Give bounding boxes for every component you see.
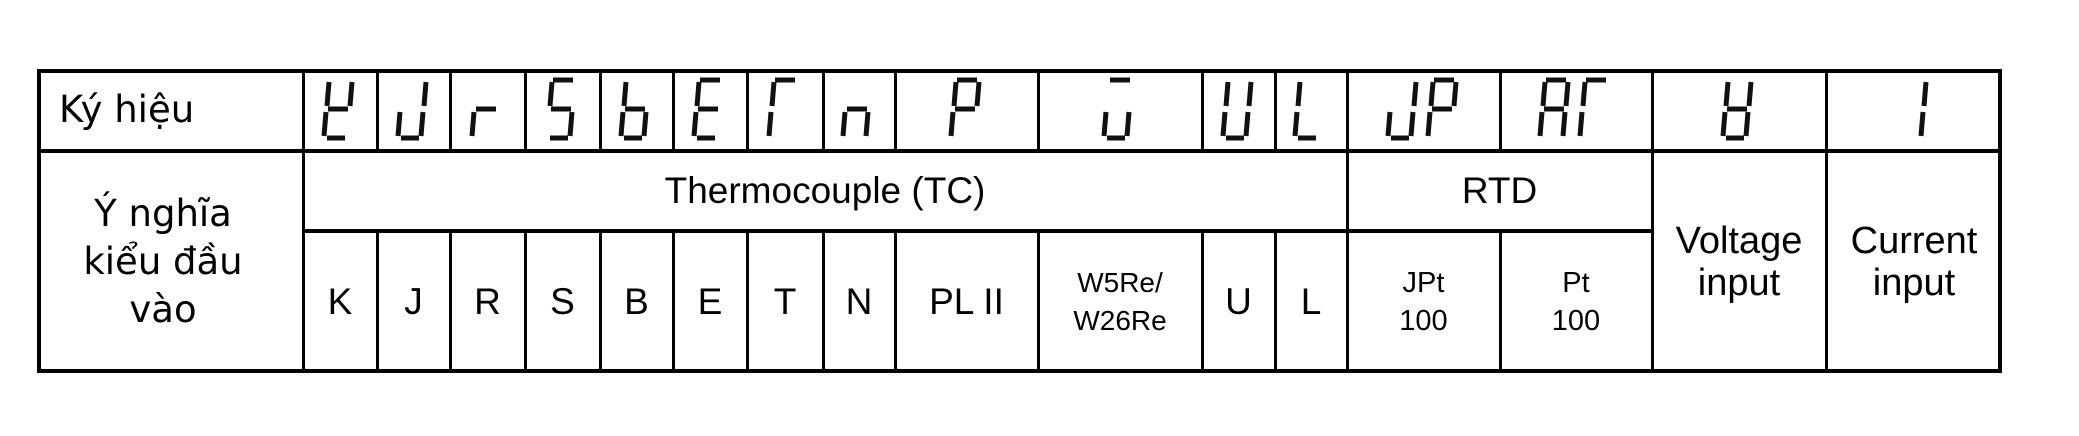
column-divider: [1037, 231, 1040, 373]
seven-segment-glyph-n: [840, 106, 871, 137]
input-type-pt-100: Pt 100: [1500, 231, 1652, 373]
symbol-cell-p: [895, 69, 1038, 151]
column-divider: [1274, 73, 1277, 151]
type-line: Voltage: [1675, 220, 1803, 262]
input-type-k: K: [327, 281, 353, 322]
seven-segment-glyph-t: [766, 77, 795, 137]
type-line: input: [1697, 262, 1781, 304]
input-type-w5re-w26re: W5Re/W26Re: [1038, 231, 1202, 373]
column-divider: [449, 73, 452, 151]
column-divider: [524, 73, 527, 151]
symbol-cell-i: [1826, 69, 2002, 151]
type-line: Current: [1850, 220, 1978, 262]
column-divider: [746, 231, 749, 373]
type-line: 100: [1551, 305, 1601, 337]
input-type-table: Ký hiệu Ý nghĩa kiểu đầu vào Thermocouple …: [37, 69, 2002, 373]
symbol-cell-s: [525, 69, 600, 151]
seven-segment-glyph-i: [1918, 81, 1929, 137]
symbol-cell-j: [377, 69, 450, 151]
column-divider: [376, 231, 379, 373]
input-type-r: R: [474, 281, 501, 322]
row-divider: [41, 149, 1998, 153]
symbol-cell-k: [303, 69, 377, 151]
symbol-cell-n: [823, 69, 895, 151]
symbol-cell-pt: [1500, 69, 1652, 151]
column-divider: [894, 73, 897, 151]
type-line: Pt: [1562, 267, 1590, 299]
input-type-u: U: [1225, 281, 1252, 322]
seven-segment-glyph-w: [1101, 77, 1132, 141]
symbol-cell-e: [673, 69, 747, 151]
column-divider: [822, 231, 825, 373]
type-line: JPt: [1402, 267, 1445, 299]
column-divider: [822, 73, 825, 151]
group-header-rtd: RTD: [1461, 170, 1538, 211]
column-divider: [1499, 73, 1502, 151]
seven-segment-glyph-jp: [1385, 77, 1458, 141]
seven-segment-glyph-e: [691, 77, 720, 141]
type-line: input: [1872, 262, 1956, 304]
row-label-symbol: Ký hiệu: [59, 88, 195, 131]
column-divider: [376, 73, 379, 151]
group-divider: [303, 229, 1652, 233]
input-type-e: E: [697, 281, 723, 322]
seven-segment-glyph-pt: [1537, 77, 1606, 137]
seven-segment-glyph-l: [1292, 81, 1316, 141]
seven-segment-glyph-k: [321, 81, 355, 141]
input-type-s: S: [550, 281, 575, 322]
seven-segment-glyph-r: [469, 106, 496, 137]
type-line: W5Re/: [1077, 267, 1163, 298]
input-type-j: J: [404, 281, 423, 322]
seven-segment-glyph-v: [1720, 81, 1754, 141]
type-line: W26Re: [1073, 305, 1167, 336]
symbol-cell-u: [1202, 69, 1275, 151]
input-type-t: T: [773, 281, 797, 322]
input-type-jpt-100: JPt 100: [1347, 231, 1500, 373]
row-label-input-type: Ý nghĩa kiểu đầu vào: [83, 192, 243, 331]
column-divider: [1346, 73, 1349, 369]
column-divider: [894, 231, 897, 373]
column-divider: [1037, 73, 1040, 151]
seven-segment-glyph-p: [948, 77, 981, 137]
input-type-n: N: [845, 281, 873, 322]
seven-segment-glyph-s: [547, 77, 574, 141]
column-divider: [1201, 73, 1204, 151]
symbol-cell-jp: [1347, 69, 1500, 151]
input-type-pl-ii: PL II: [929, 281, 1004, 322]
symbol-cell-v: [1652, 69, 1826, 151]
symbol-cell-b: [600, 69, 673, 151]
column-divider: [449, 231, 452, 373]
symbol-cell-l: [1275, 69, 1347, 151]
column-divider: [746, 73, 749, 151]
column-divider: [672, 73, 675, 151]
column-divider: [524, 231, 527, 373]
symbol-cell-r: [450, 69, 525, 151]
seven-segment-glyph-j: [395, 81, 428, 141]
column-divider: [302, 73, 305, 369]
type-line: 100: [1399, 305, 1448, 337]
column-divider: [599, 231, 602, 373]
column-divider: [1201, 231, 1204, 373]
column-divider: [1825, 73, 1828, 369]
column-divider: [1651, 73, 1654, 369]
group-header-thermocouple: Thermocouple (TC): [664, 170, 986, 211]
symbol-cell-w: [1038, 69, 1202, 151]
column-divider: [599, 73, 602, 151]
symbol-cell-t: [747, 69, 823, 151]
input-type-b: B: [624, 281, 649, 322]
seven-segment-glyph-b: [618, 81, 648, 141]
seven-segment-glyph-u: [1220, 81, 1253, 141]
input-type-l: L: [1300, 281, 1322, 322]
column-divider: [1274, 231, 1277, 373]
column-divider: [672, 231, 675, 373]
column-divider: [1499, 231, 1502, 373]
